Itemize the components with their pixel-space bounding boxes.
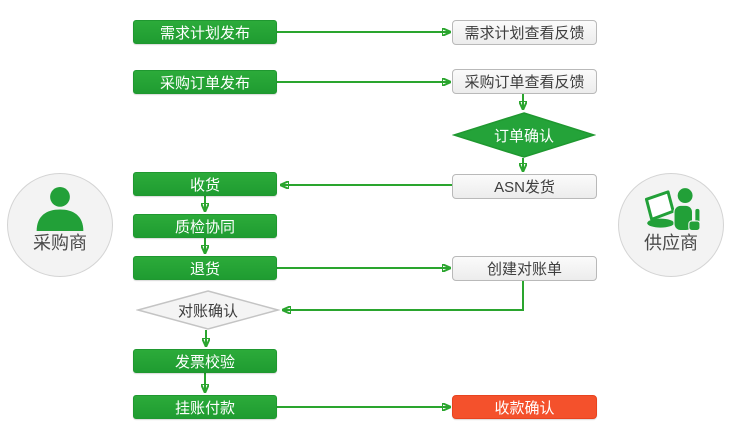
step-create-statement: 创建对账单 bbox=[452, 256, 597, 281]
supplier-actor: 供应商 bbox=[618, 173, 724, 277]
step-book-payment: 挂账付款 bbox=[133, 395, 277, 419]
buyer-actor: 采购商 bbox=[7, 173, 113, 277]
person-icon bbox=[36, 187, 84, 231]
decision-statement-confirm-label: 对账确认 bbox=[177, 302, 238, 320]
step-receive-goods: 收货 bbox=[133, 172, 277, 196]
decision-order-confirm: 订单确认 bbox=[452, 112, 596, 158]
step-demand-plan-publish: 需求计划发布 bbox=[133, 20, 277, 44]
decision-statement-confirm: 对账确认 bbox=[136, 290, 280, 330]
person-laptop-icon bbox=[644, 188, 700, 231]
step-return-goods: 退货 bbox=[133, 256, 277, 280]
diamond-shape bbox=[452, 112, 596, 158]
buyer-label: 采购商 bbox=[33, 233, 87, 253]
decision-order-confirm-label: 订单确认 bbox=[493, 127, 554, 145]
diamond-shape bbox=[136, 290, 280, 330]
step-invoice-check: 发票校验 bbox=[133, 349, 277, 373]
supplier-label: 供应商 bbox=[644, 233, 698, 253]
step-po-publish: 采购订单发布 bbox=[133, 70, 277, 94]
step-receipt-confirm: 收款确认 bbox=[452, 395, 597, 419]
step-demand-plan-feedback: 需求计划查看反馈 bbox=[452, 20, 597, 45]
step-asn-ship: ASN发货 bbox=[452, 174, 597, 199]
step-po-feedback: 采购订单查看反馈 bbox=[452, 69, 597, 94]
step-quality-collab: 质检协同 bbox=[133, 214, 277, 238]
